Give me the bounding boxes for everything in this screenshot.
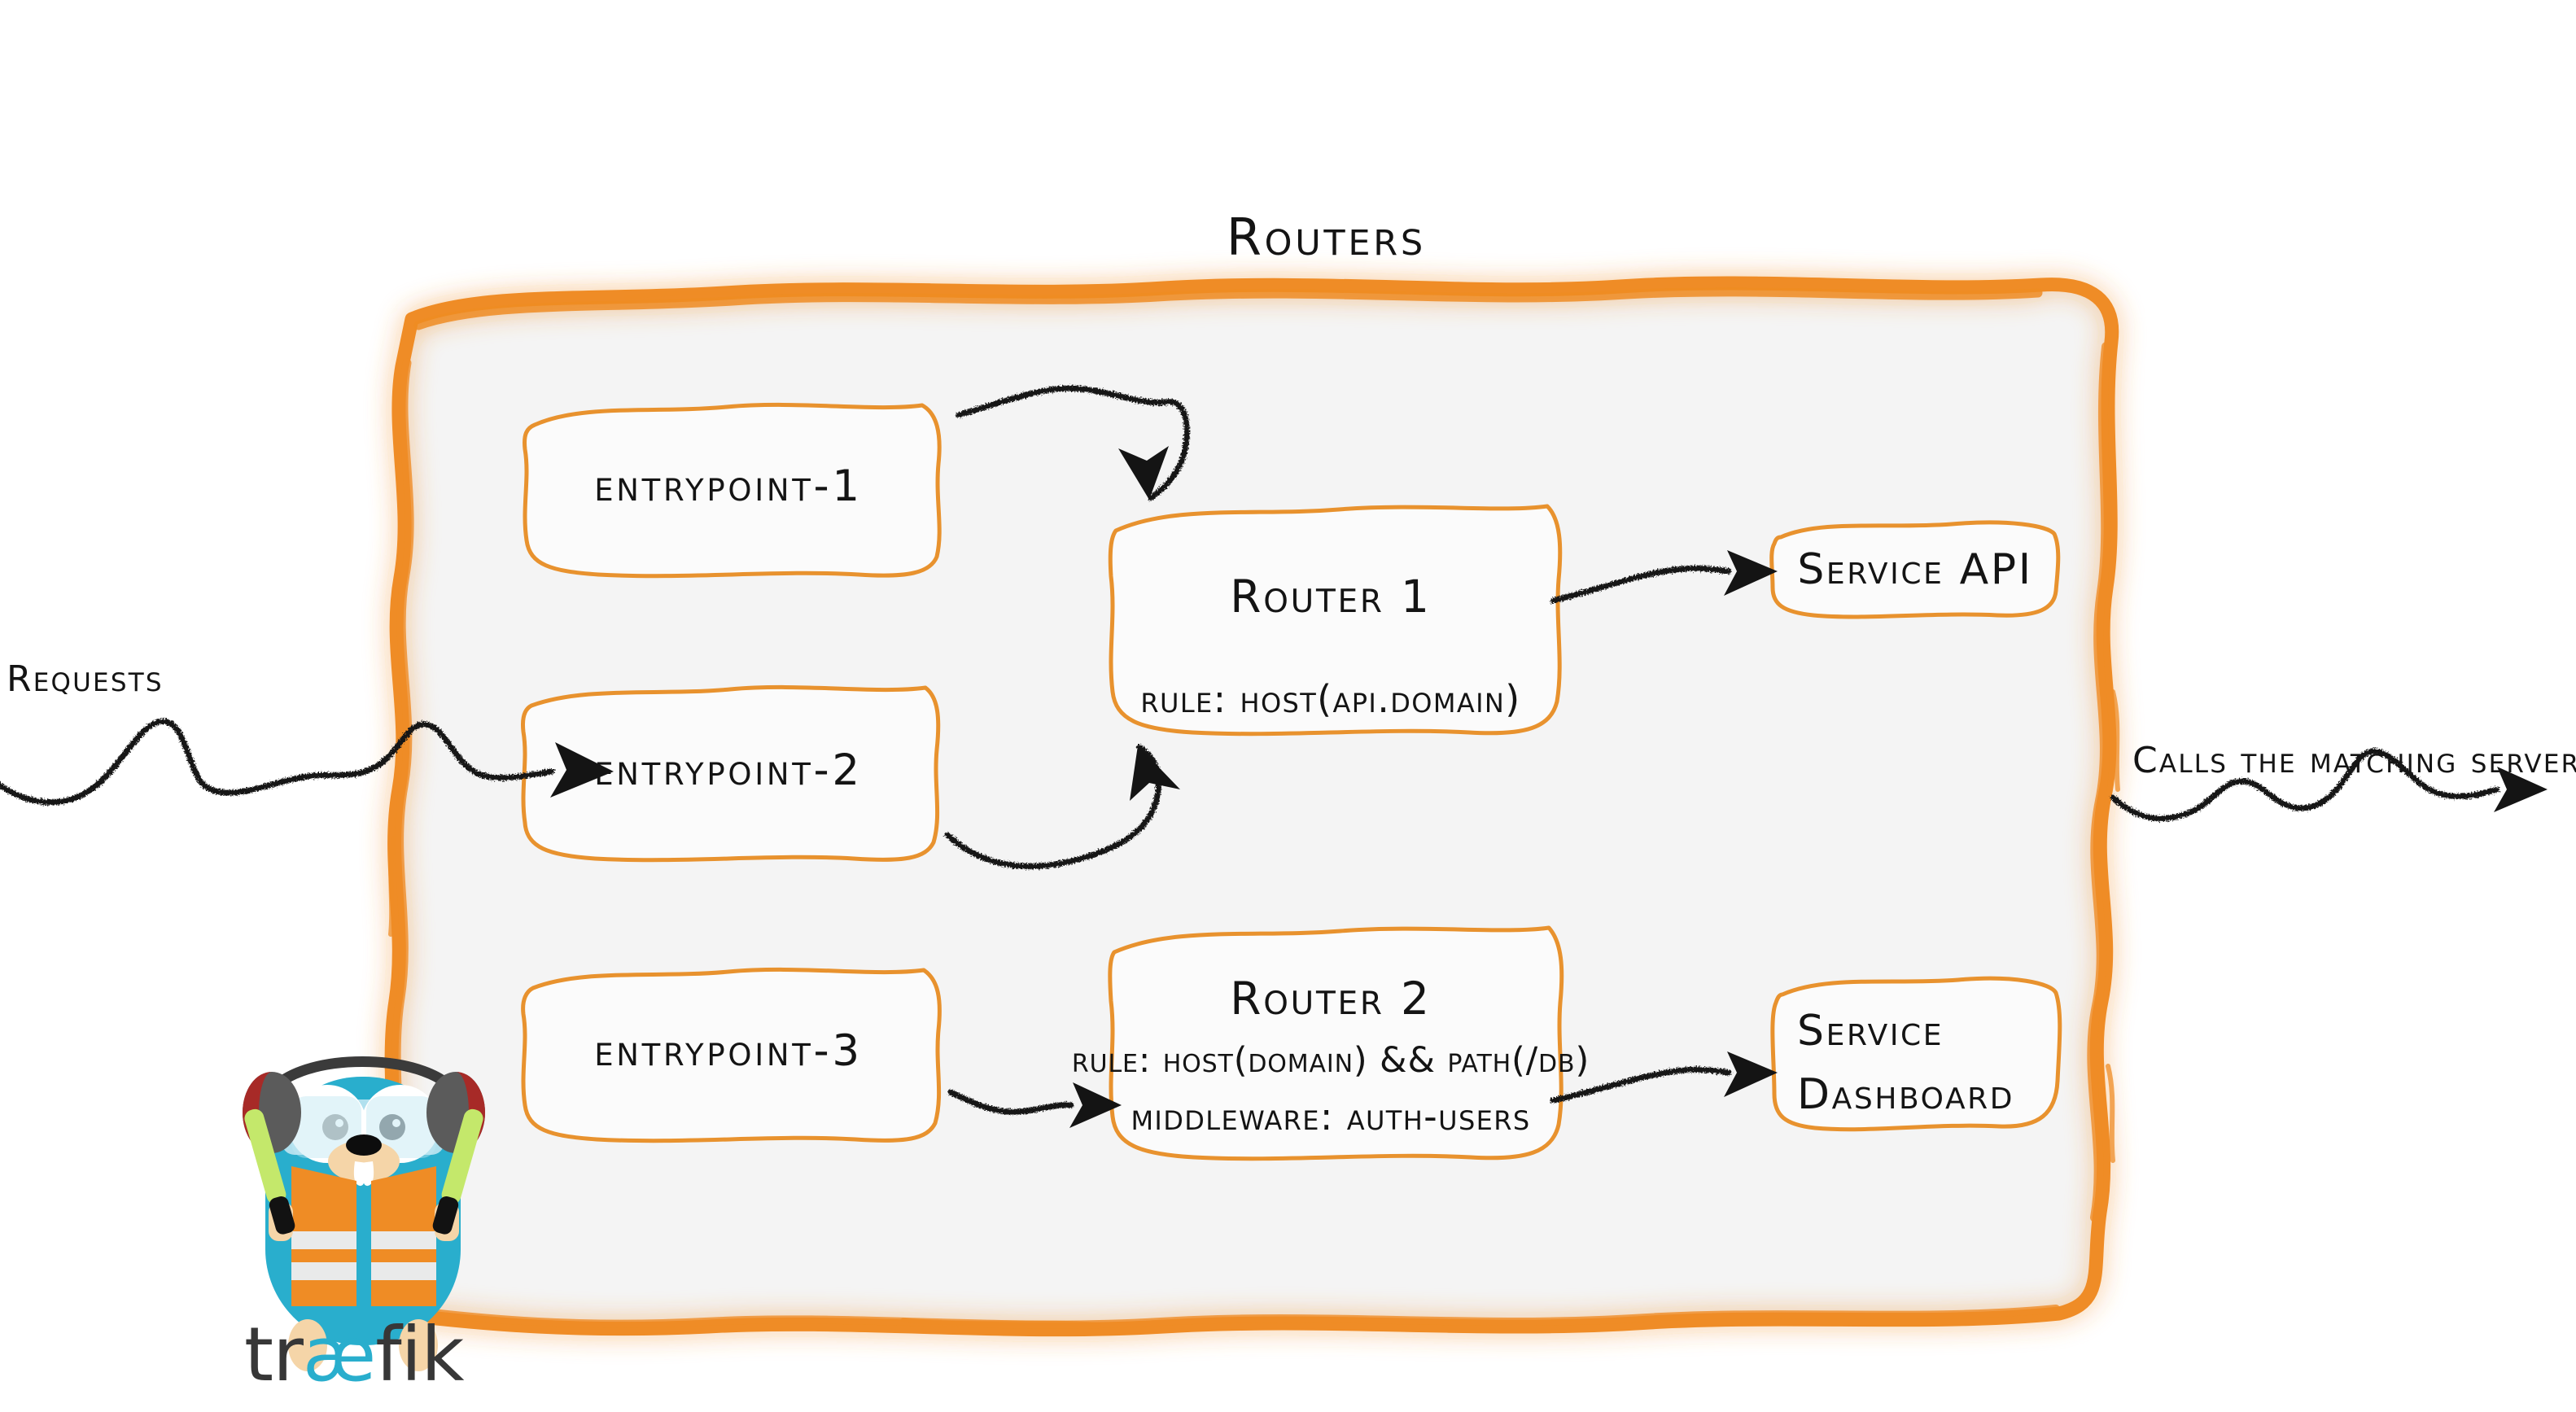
traefik-wordmark: træfik: [244, 1311, 505, 1401]
calls-matching-server-arrow: [2110, 748, 2548, 822]
entrypoint-3-box[interactable]: entrypoint-3: [509, 954, 948, 1149]
svg-text:træfik: træfik: [244, 1312, 465, 1398]
entrypoint-1-label: entrypoint-1: [594, 461, 863, 512]
entrypoint-2-label: entrypoint-2: [594, 745, 863, 796]
router-1-to-service-api-arrow: [1550, 550, 1778, 604]
service-dashboard-line-1: Service: [1797, 1006, 1944, 1056]
entrypoint-3-label: entrypoint-3: [594, 1026, 863, 1077]
diagram-title: Routers: [0, 153, 2576, 322]
router-2-middleware: middleware: auth-users: [1131, 1095, 1531, 1139]
service-api-box[interactable]: Service API: [1765, 513, 2066, 627]
service-dashboard-box[interactable]: Service Dashboard: [1765, 965, 2066, 1161]
calls-matching-server-label: Calls the matching server: [2132, 740, 2576, 781]
entrypoint-1-to-router-1-arrow: [956, 385, 1190, 501]
service-api-label: Service API: [1797, 544, 2033, 594]
router-1-name: Router 1: [1230, 570, 1432, 623]
requests-label: Requests: [7, 658, 164, 700]
traefik-gopher-mascot: [220, 1021, 505, 1412]
entrypoint-3-to-router-2-arrow: [947, 1082, 1122, 1128]
router-2-to-service-dashboard-arrow: [1550, 1051, 1778, 1104]
router-2-rule: rule: Host(domain) && Path(/db): [1071, 1039, 1590, 1081]
router-1-rule: rule: Host(api.domain): [1140, 676, 1521, 721]
entrypoint-2-box[interactable]: entrypoint-2: [509, 673, 948, 868]
entrypoint-1-box[interactable]: entrypoint-1: [509, 389, 948, 584]
router-1-box[interactable]: Router 1 rule: Host(api.domain): [1095, 488, 1567, 749]
requests-arrow: [0, 718, 614, 806]
diagram-title-text: Routers: [1226, 208, 1426, 268]
router-2-box[interactable]: Router 2 rule: Host(domain) && Path(/db)…: [1072, 911, 1589, 1172]
entrypoint-2-to-router-1-arrow: [944, 744, 1180, 869]
service-dashboard-line-2: Dashboard: [1797, 1070, 2015, 1119]
router-2-name: Router 2: [1230, 973, 1432, 1025]
